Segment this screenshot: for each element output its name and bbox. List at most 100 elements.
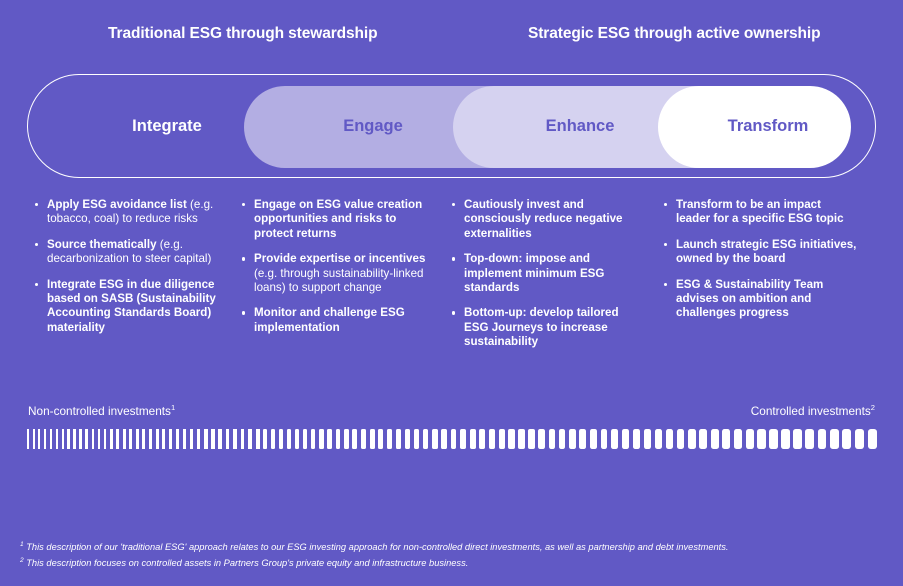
spectrum-right-footnote-marker: 2 — [870, 403, 875, 412]
spectrum-tick — [175, 429, 180, 449]
bullet-dot-icon — [664, 203, 668, 207]
spectrum-tick — [91, 429, 94, 449]
spectrum-tick — [441, 429, 448, 449]
stage-label-transform: Transform — [727, 117, 809, 135]
bullet-item: Engage on ESG value creation opportuniti… — [240, 198, 436, 241]
spectrum-tick — [110, 429, 113, 449]
spectrum-tick — [460, 429, 466, 449]
footnote-text: This description of our 'traditional ESG… — [23, 542, 729, 553]
bullet-item: Top-down: impose and implement minimum E… — [450, 252, 646, 295]
spectrum-tick — [548, 429, 556, 449]
spectrum-tick — [352, 429, 358, 449]
bullet-detail-text: (e.g. through sustainability-linked loan… — [254, 266, 424, 295]
spectrum-tick — [155, 429, 159, 449]
spectrum-tick — [67, 429, 70, 449]
spectrum-tick — [722, 429, 731, 449]
footnote-marker: 2 — [20, 557, 24, 565]
bullet-detail-text: (e.g. tobacco, coal) to reduce risks — [47, 198, 214, 226]
spectrum-tick — [135, 429, 139, 449]
spectrum-tick — [404, 429, 411, 449]
spectrum-tick — [343, 429, 349, 449]
column-transform: Transform to be an impact leader for a s… — [662, 198, 858, 321]
spectrum-tick — [710, 429, 719, 449]
spectrum-tick — [327, 429, 332, 449]
spectrum-tick — [129, 429, 133, 449]
stage-segment-transform[interactable] — [658, 86, 851, 168]
spectrum-tick — [27, 429, 29, 449]
bullet-emphasis-text: Engage on ESG value creation opportuniti… — [254, 198, 423, 240]
spectrum-tick — [278, 429, 284, 449]
stage-detail-columns: Apply ESG avoidance list (e.g. tobacco, … — [0, 198, 903, 348]
bullet-item: Provide expertise or incentives (e.g. th… — [240, 252, 436, 295]
spectrum-tick — [589, 429, 597, 449]
spectrum-tick — [116, 429, 120, 449]
bullet-dot-icon — [242, 203, 246, 207]
spectrum-tick — [508, 429, 515, 449]
spectrum-tick — [211, 429, 215, 449]
spectrum-tick — [61, 429, 64, 449]
stage-label-enhance: Enhance — [545, 117, 615, 135]
spectrum-tick — [528, 429, 535, 449]
footnote-line: 1 This description of our 'traditional E… — [20, 538, 880, 554]
spectrum-tick — [369, 429, 375, 449]
bullet-emphasis-text: Launch strategic ESG initiatives, owned … — [676, 237, 857, 266]
bullet-item: Source thematically (e.g. decarbonizatio… — [33, 238, 229, 267]
spectrum-tick — [378, 429, 384, 449]
spectrum-tick — [621, 429, 630, 449]
spectrum-left-footnote-marker: 1 — [170, 403, 176, 412]
footnote-marker: 1 — [20, 541, 24, 548]
bullet-dot-icon — [35, 242, 39, 247]
spectrum-tick — [867, 429, 877, 449]
spectrum-tick — [538, 429, 545, 449]
spectrum-tick — [97, 429, 101, 449]
bullet-emphasis-text: Source thematically — [47, 237, 157, 251]
spectrum-label-right-text: Controlled investments — [750, 403, 871, 418]
bullet-item: Bottom-up: develop tailored ESG Journeys… — [450, 306, 646, 349]
spectrum-tick — [757, 429, 766, 449]
spectrum-tick — [611, 429, 619, 449]
spectrum-tick — [162, 429, 166, 449]
spectrum-tick — [169, 429, 173, 449]
stage-label-integrate: Integrate — [132, 117, 202, 135]
spectrum-tick — [361, 429, 366, 449]
bullet-dot-icon — [452, 203, 456, 207]
spectrum-tick — [122, 429, 126, 449]
spectrum-tick — [44, 429, 47, 449]
bullet-emphasis-text: ESG & Sustainability Team advises on amb… — [676, 277, 824, 320]
spectrum-tick — [805, 429, 815, 449]
spectrum-tick — [488, 429, 495, 449]
spectrum-tick — [632, 429, 640, 449]
bullet-emphasis-text: Transform to be an impact leader for a s… — [676, 198, 844, 226]
spectrum-tick — [319, 429, 324, 449]
header-traditional-esg: Traditional ESG through stewardship — [108, 25, 378, 42]
spectrum-tick — [781, 429, 790, 449]
spectrum-label-left: Non-controlled investments1 — [28, 403, 175, 418]
section-headers: Traditional ESG through stewardship Stra… — [0, 25, 903, 49]
column-enhance: Cautiously invest and consciously reduce… — [450, 198, 646, 350]
spectrum-tick — [55, 429, 58, 449]
bullet-dot-icon — [664, 282, 668, 287]
spectrum-tick — [294, 429, 300, 449]
spectrum-tick-bar — [27, 426, 877, 452]
spectrum-tick — [569, 429, 576, 449]
spectrum-tick — [225, 429, 230, 449]
spectrum-tick — [73, 429, 76, 449]
bullet-item: Integrate ESG in due diligence based on … — [33, 278, 229, 336]
spectrum-tick — [271, 429, 276, 449]
bullet-item: Cautiously invest and consciously reduce… — [450, 198, 646, 241]
spectrum-tick — [302, 429, 308, 449]
bullet-dot-icon — [35, 203, 39, 207]
spectrum-tick — [182, 429, 187, 449]
spectrum-tick — [479, 429, 486, 449]
spectrum-tick — [233, 429, 237, 449]
spectrum-labels: Non-controlled investments1 Controlled i… — [0, 403, 903, 421]
spectrum-tick — [769, 429, 778, 449]
spectrum-tick — [699, 429, 708, 449]
spectrum-tick — [240, 429, 245, 449]
bullet-emphasis-text: Bottom-up: develop tailored ESG Journeys… — [464, 306, 619, 349]
spectrum-tick — [204, 429, 208, 449]
spectrum-tick — [413, 429, 420, 449]
spectrum-tick — [85, 429, 88, 449]
bullet-emphasis-text: Integrate ESG in due diligence based on … — [47, 277, 216, 334]
footnote-line: 2 This description focuses on controlled… — [20, 554, 880, 570]
